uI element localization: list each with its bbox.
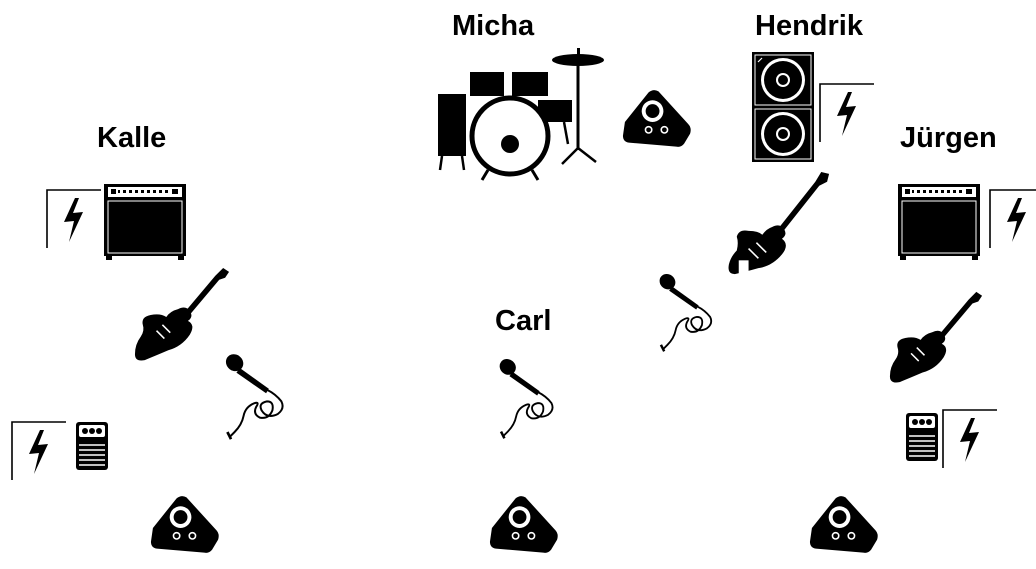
musician-name-kalle: Kalle [97, 122, 167, 154]
musician-name-carl: Carl [495, 305, 552, 337]
monitor-speaker-icon [489, 496, 558, 553]
musician-name-juergen: Jürgen [900, 122, 997, 154]
microphone-icon [496, 354, 554, 440]
power-outlet-icon [11, 421, 67, 480]
electric-guitar-icon [134, 267, 230, 362]
drum-kit-icon [438, 48, 604, 180]
effects-pedal-icon [905, 412, 939, 462]
microphone-icon [222, 349, 285, 441]
bass-cabinet-icon [752, 52, 814, 162]
guitar-amp-icon [897, 183, 981, 261]
electric-guitar-icon [889, 291, 983, 384]
guitar-amp-icon [103, 183, 187, 261]
power-outlet-icon [46, 189, 102, 248]
bass-guitar-icon [727, 171, 830, 277]
power-outlet-icon [942, 409, 998, 468]
microphone-icon [656, 269, 713, 353]
effects-pedal-icon [75, 421, 109, 471]
monitor-speaker-icon [150, 496, 219, 553]
musician-name-hendrik: Hendrik [755, 10, 863, 42]
power-outlet-icon [989, 189, 1036, 248]
monitor-speaker-icon [809, 496, 878, 553]
monitor-speaker-icon [622, 90, 691, 147]
power-outlet-icon [819, 83, 875, 142]
musician-name-micha: Micha [452, 10, 535, 42]
